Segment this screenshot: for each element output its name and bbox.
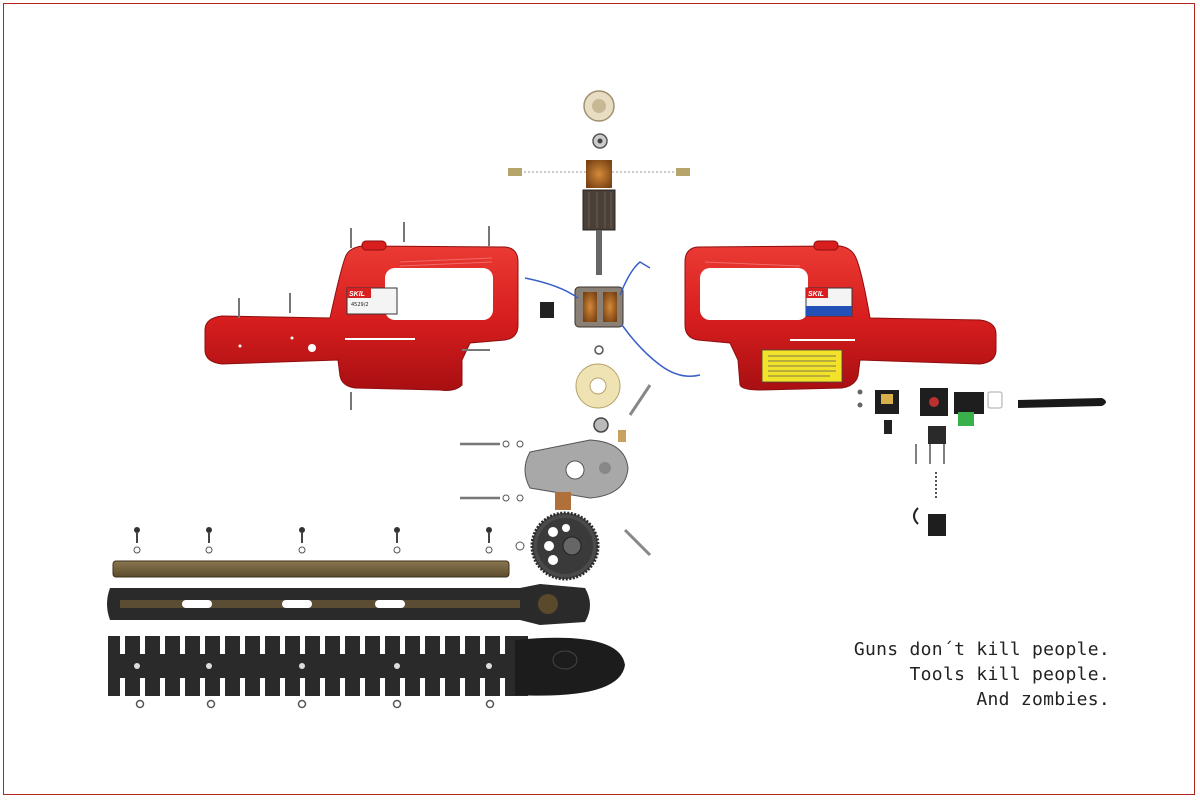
tagline: Guns don´t kill people. Tools kill peopl…: [854, 637, 1110, 712]
right-brand-label: SKIL: [808, 291, 824, 298]
blade-rivet-shafts: [136, 533, 490, 543]
drive-gear: [530, 511, 600, 581]
blade-nuts-bottom: [135, 699, 495, 709]
blade-rivets-top: [133, 527, 493, 554]
tagline-line-2: Tools kill people.: [909, 664, 1110, 685]
poster-frame: [3, 3, 1195, 795]
motor-assembly: [508, 90, 701, 442]
gear-housing-plate: [460, 439, 652, 557]
left-model-label: 4529/2: [351, 302, 369, 308]
left-housing: SKIL 4529/2: [204, 240, 519, 391]
left-brand-label: SKIL: [349, 291, 365, 298]
right-housing: SKIL: [684, 240, 997, 391]
tagline-line-1: Guns don´t kill people.: [853, 639, 1110, 660]
guide-bar: [112, 560, 510, 578]
lower-cutting-blade: [108, 636, 625, 696]
cooling-fan: [575, 363, 621, 409]
tagline-line-3: And zombies.: [976, 689, 1110, 710]
upper-cutting-blade: [107, 584, 590, 625]
switch-components: [857, 388, 1106, 536]
left-housing-screws: [238, 222, 490, 410]
